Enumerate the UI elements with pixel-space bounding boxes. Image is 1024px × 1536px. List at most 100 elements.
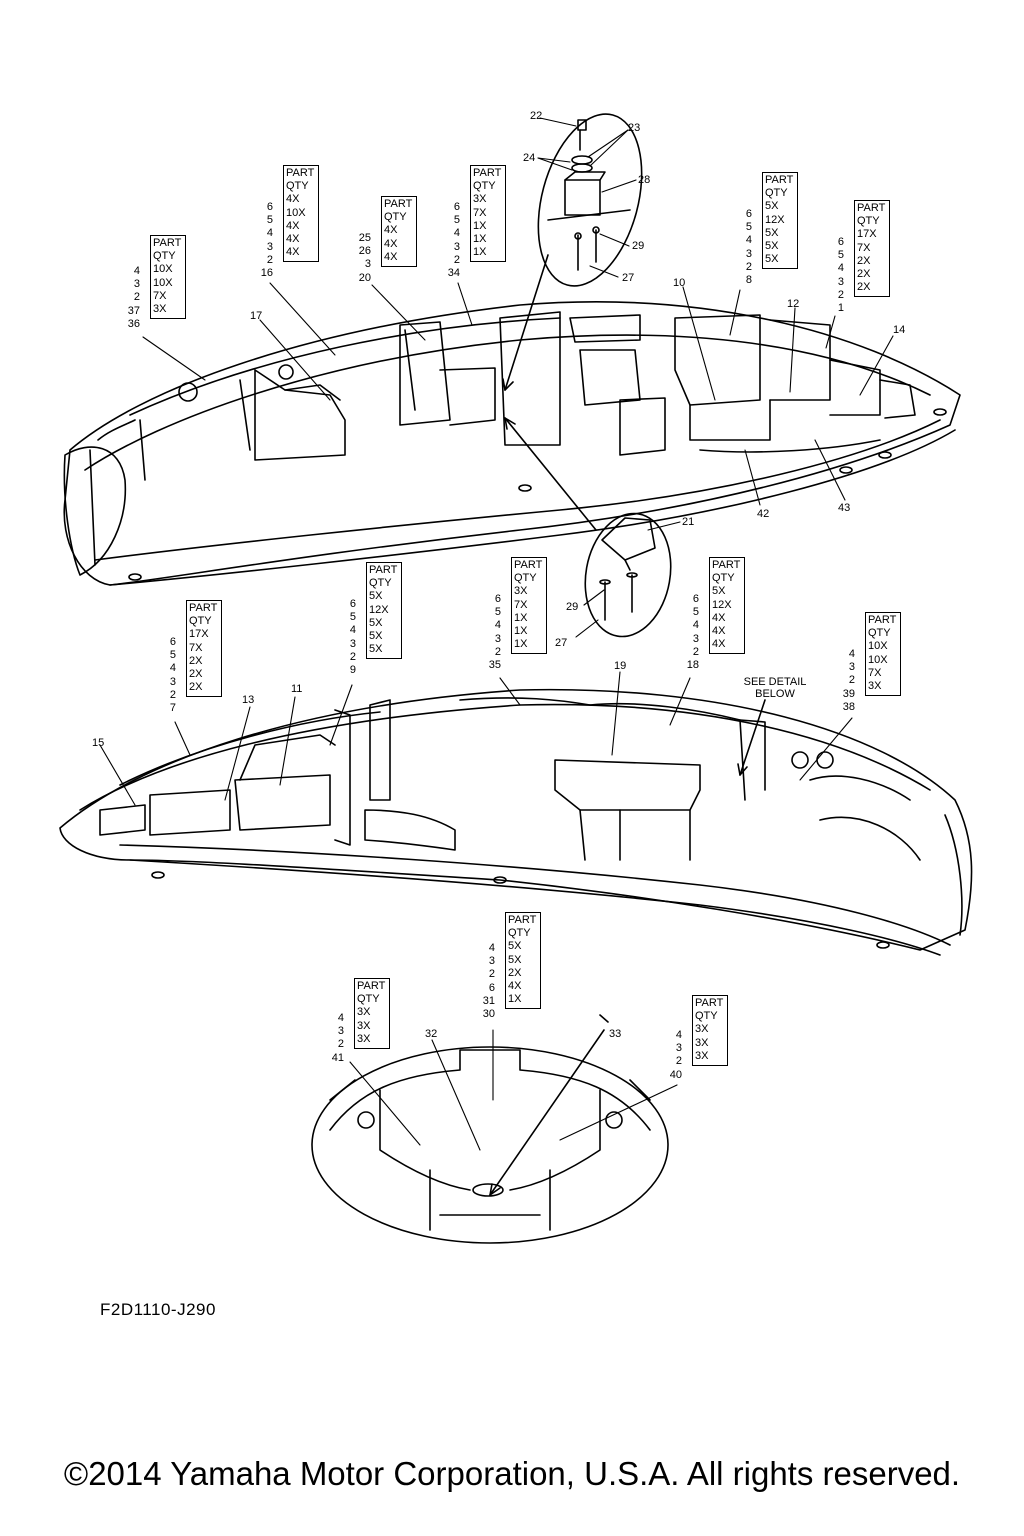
qty-table: 4 3 2 39 38 PART QTY 10X 10X 7X 3X <box>843 612 901 713</box>
callout-43: 43 <box>838 502 851 514</box>
qty-value: 3X <box>695 1023 709 1036</box>
detail-oval-middle <box>504 417 672 638</box>
reference-number: 34 <box>447 266 460 279</box>
header-qty: QTY <box>189 615 212 628</box>
part-number: 2 <box>848 674 855 687</box>
detail-oval-upper <box>502 113 643 391</box>
header-part: PART <box>369 564 398 576</box>
header-qty: QTY <box>857 215 880 228</box>
qty-box: PART QTY 5X 12X 5X 5X 5X <box>366 562 402 660</box>
callout-23: 23 <box>628 122 641 134</box>
part-number: 4 <box>745 234 752 247</box>
qty-value: 4X <box>286 232 300 245</box>
qty-value: 1X <box>473 246 487 259</box>
qty-value: 2X <box>189 667 203 680</box>
part-number: 4 <box>266 227 273 240</box>
reference-number: 9 <box>349 663 356 676</box>
qty-box: PART QTY 4X 10X 4X 4X 4X <box>283 165 319 263</box>
part-number: 3 <box>837 275 844 288</box>
header-qty: QTY <box>153 250 176 263</box>
header-qty: QTY <box>473 180 496 193</box>
part-number: 2 <box>349 650 356 663</box>
callout-19: 19 <box>614 660 627 672</box>
qty-value: 5X <box>765 253 779 266</box>
part-number: 2 <box>266 253 273 266</box>
qty-value: 10X <box>868 653 888 666</box>
part-number: 5 <box>745 221 752 234</box>
reference-number: 18 <box>686 658 699 671</box>
reference-number: 41 <box>331 1051 344 1064</box>
header-part: PART <box>514 559 543 571</box>
callout-11: 11 <box>291 683 303 695</box>
part-number: 6 <box>169 636 176 648</box>
qty-value: 2X <box>857 254 871 267</box>
qty-table: 6 5 4 3 2 9 PART QTY 5X 12X 5X 5X 5X <box>350 562 402 676</box>
qty-value: 1X <box>514 611 528 624</box>
callout-22: 22 <box>530 110 543 122</box>
header-part: PART <box>765 174 794 186</box>
part-number: 6 <box>266 201 273 213</box>
part-number: 3 <box>349 637 356 650</box>
qty-value: 2X <box>189 681 203 694</box>
qty-value: 7X <box>189 641 203 654</box>
part-number: 4 <box>133 265 140 277</box>
header-qty: QTY <box>868 627 891 640</box>
callout-17: 17 <box>250 310 263 322</box>
qty-value: 5X <box>369 629 383 642</box>
qty-table: 4 3 2 37 36 PART QTY 10X 10X 7X 3X <box>128 235 186 330</box>
qty-box: PART QTY 10X 10X 7X 3X <box>150 235 186 320</box>
header-part: PART <box>473 167 502 179</box>
qty-box: PART QTY 5X 12X 5X 5X 5X <box>762 172 798 270</box>
header-qty: QTY <box>514 572 537 585</box>
callout-42: 42 <box>757 508 770 520</box>
qty-value: 5X <box>765 239 779 252</box>
qty-value: 3X <box>868 679 882 692</box>
see-detail-note: SEE DETAIL BELOW <box>735 676 815 700</box>
part-number: 5 <box>266 214 273 227</box>
qty-value: 3X <box>153 302 167 315</box>
qty-table: 6 5 4 3 2 35 PART QTY 3X 7X 1X 1X 1X <box>489 557 547 671</box>
part-number: 2 <box>337 1038 344 1051</box>
qty-value: 2X <box>189 654 203 667</box>
qty-value: 12X <box>369 603 389 616</box>
qty-table: 6 5 4 3 2 7 PART QTY 17X 7X 2X 2X 2X <box>170 600 222 714</box>
qty-value: 7X <box>473 206 487 219</box>
header-part: PART <box>153 237 182 249</box>
part-number: 3 <box>745 247 752 260</box>
detail-oval-bottom <box>311 1014 669 1244</box>
qty-box: PART QTY 3X 7X 1X 1X 1X <box>511 557 547 655</box>
qty-value: 5X <box>369 616 383 629</box>
part-number: 4 <box>169 662 176 675</box>
header-part: PART <box>868 614 897 626</box>
qty-value: 17X <box>857 228 877 241</box>
drawing-code: F2D1110-J290 <box>100 1300 216 1319</box>
qty-value: 3X <box>357 1032 371 1045</box>
callout-13: 13 <box>242 694 255 706</box>
qty-value: 2X <box>857 281 871 294</box>
part-number: 6 <box>745 208 752 220</box>
part-number: 2 <box>453 253 460 266</box>
part-number: 5 <box>169 649 176 662</box>
qty-table: 6 5 4 3 2 16 PART QTY 4X 10X 4X 4X 4X <box>261 165 319 279</box>
qty-value: 4X <box>712 611 726 624</box>
qty-value: 10X <box>153 276 173 289</box>
qty-value: 2X <box>857 267 871 280</box>
qty-value: 1X <box>514 638 528 651</box>
part-number: 25 <box>358 232 371 244</box>
part-number: 6 <box>349 598 356 610</box>
part-number: 3 <box>133 278 140 291</box>
header-part: PART <box>857 202 886 214</box>
qty-value: 1X <box>514 624 528 637</box>
reference-number: 36 <box>127 317 140 330</box>
qty-value: 12X <box>765 213 785 226</box>
qty-value: 5X <box>369 590 383 603</box>
qty-value: 5X <box>369 643 383 656</box>
qty-box: PART QTY 17X 7X 2X 2X 2X <box>854 200 890 298</box>
qty-box: PART QTY 5X 12X 4X 4X 4X <box>709 557 745 655</box>
qty-value: 3X <box>695 1049 709 1062</box>
part-number: 26 <box>358 245 371 258</box>
callout-29: 29 <box>632 240 645 252</box>
header-qty: QTY <box>765 187 788 200</box>
copyright-notice: ©2014 Yamaha Motor Corporation, U.S.A. A… <box>63 1455 961 1492</box>
callout-32: 32 <box>425 1028 438 1040</box>
